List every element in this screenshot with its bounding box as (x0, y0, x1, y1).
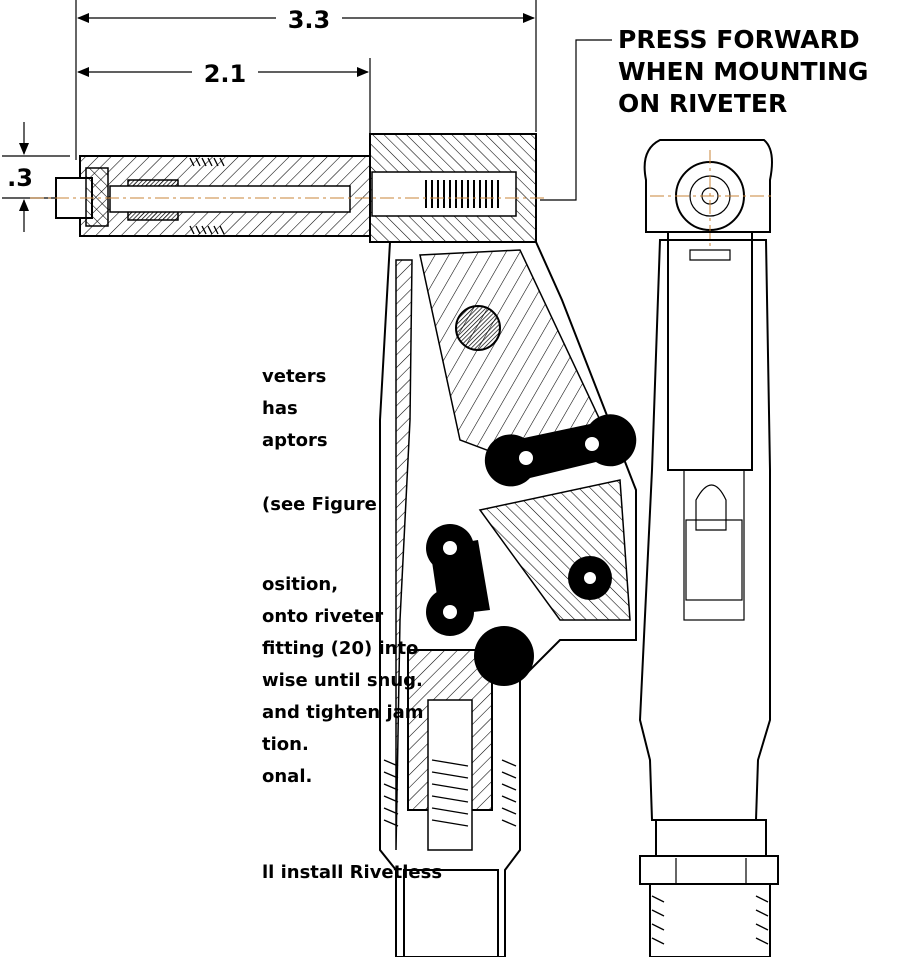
instruction-line-10: tion. (262, 734, 309, 755)
instruction-line-3: aptors (262, 430, 328, 451)
front-hex-nut (655, 819, 767, 857)
dimension-nose: 2.1 (77, 58, 371, 134)
link-lower (426, 524, 490, 636)
handle-body (379, 241, 637, 957)
callout-line-1: PRESS FORWARD (618, 25, 860, 54)
instruction-line-8: wise until snug. (262, 670, 423, 691)
side-section-view (30, 133, 637, 957)
callout-line-3: ON RIVETER (618, 89, 787, 118)
dimension-nose-label: 2.1 (204, 60, 247, 88)
instruction-line-7: fitting (20) into (262, 638, 418, 659)
instruction-text: veters has aptors (see Figure osition, o… (262, 366, 442, 883)
instruction-line-1: veters (262, 366, 326, 387)
dimension-diameter: .3 (2, 122, 70, 232)
instruction-line-5: osition, (262, 574, 338, 595)
link-upper (484, 414, 637, 487)
instruction-line-6: onto riveter (262, 606, 383, 627)
instruction-line-12: ll install Rivetless (262, 862, 442, 883)
callout-line-2: WHEN MOUNTING (618, 57, 868, 86)
dimension-overall-label: 3.3 (288, 6, 331, 34)
dimension-overall: 3.3 (75, 0, 537, 160)
front-head (643, 139, 773, 233)
dimension-diameter-label: .3 (7, 164, 33, 192)
instruction-line-9: and tighten jam (262, 702, 424, 723)
callout-press-forward: PRESS FORWARD WHEN MOUNTING ON RIVETER (540, 25, 868, 201)
instruction-line-4: (see Figure (262, 494, 377, 515)
front-threaded-fitting (649, 883, 771, 957)
instruction-line-2: has (262, 398, 298, 419)
front-view (638, 139, 779, 957)
instruction-line-11: onal. (262, 766, 312, 787)
lower-lever (478, 479, 631, 621)
return-spring (425, 180, 499, 208)
